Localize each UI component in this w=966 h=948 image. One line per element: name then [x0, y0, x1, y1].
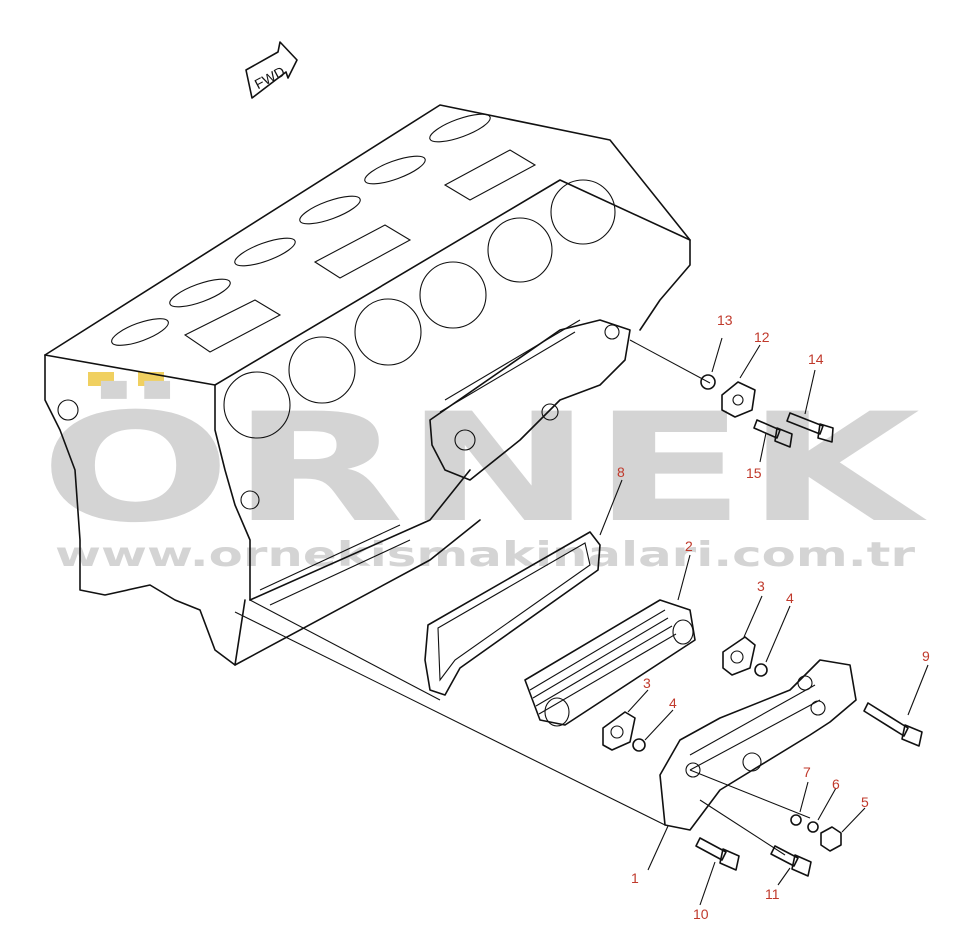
- watermark-brand: ÖRNEK: [40, 380, 927, 556]
- bolt-14: [786, 412, 834, 443]
- plain-washer: [790, 814, 802, 826]
- callout-5: 5: [861, 794, 869, 810]
- callout-7: 7: [803, 764, 811, 780]
- oil-cooler-cover: [659, 659, 857, 831]
- callout-11: 11: [765, 886, 780, 902]
- callout-4-upper: 4: [786, 590, 794, 606]
- gasket: [424, 531, 601, 696]
- bolt-9: [695, 837, 740, 871]
- o-ring-upper: [754, 663, 768, 677]
- engine-block: [44, 104, 691, 666]
- callout-13: 13: [717, 312, 733, 328]
- cover-plate: [721, 381, 756, 418]
- assembly-lines: [234, 339, 811, 856]
- o-ring-lower: [632, 738, 646, 752]
- callout-12: 12: [754, 329, 770, 345]
- callout-labels: 13 12 14 15 8 2 3 4 3 4 9 7 6 5 1 10 11: [617, 312, 930, 922]
- callout-9: 10: [693, 906, 709, 922]
- nut: [820, 826, 842, 852]
- callout-3-lower: 3: [643, 675, 651, 691]
- o-ring-plate: [700, 374, 716, 390]
- watermark-accent-left: [88, 372, 114, 386]
- flange-gasket-upper: [722, 636, 756, 676]
- callout-1: 1: [631, 870, 639, 886]
- callout-6: 6: [832, 776, 840, 792]
- lock-washer: [807, 821, 819, 833]
- flange-gasket-lower: [602, 711, 636, 751]
- callout-14: 14: [808, 351, 824, 367]
- bolt-10: [863, 702, 923, 747]
- callout-10: 9: [922, 648, 930, 664]
- callout-leaders: [599, 337, 929, 906]
- callout-15: 15: [746, 465, 762, 481]
- oil-cooler-element: [524, 599, 696, 727]
- watermark: ÖRNEK www.ornekismakinalari.com.tr: [40, 372, 927, 575]
- callout-2: 2: [685, 538, 693, 554]
- callout-8: 8: [617, 464, 625, 480]
- fwd-arrow-icon: FWD: [245, 41, 298, 99]
- callout-4-lower: 4: [669, 695, 677, 711]
- callout-3-upper: 3: [757, 578, 765, 594]
- watermark-url: www.ornekismakinalari.com.tr: [55, 535, 915, 575]
- bolt-11: [770, 845, 812, 877]
- fwd-label: FWD: [252, 63, 288, 92]
- bolt-15: [753, 419, 793, 448]
